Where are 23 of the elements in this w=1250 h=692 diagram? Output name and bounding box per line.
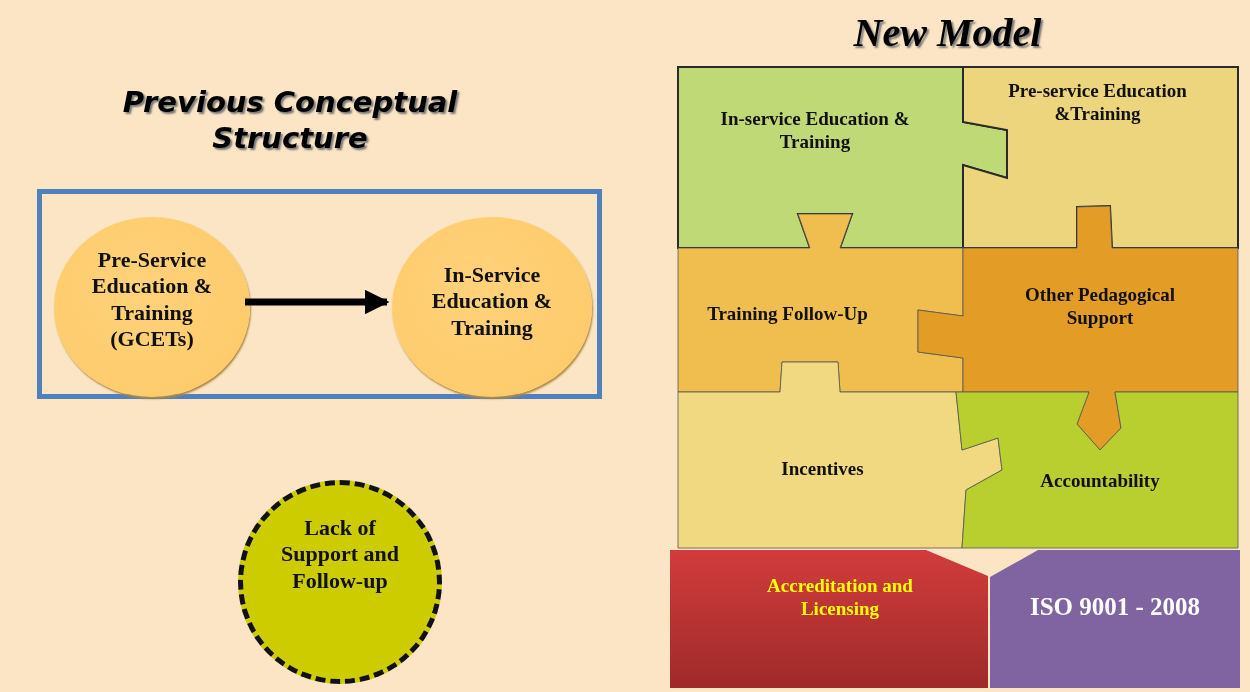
puzzle-piece (918, 206, 1238, 450)
puzzle-piece (956, 392, 1238, 548)
node-label: ISO 9001 - 2008 (1028, 592, 1202, 622)
puzzle-piece (678, 67, 1007, 248)
node-label: Lack of Support and Follow-up (280, 515, 400, 595)
node-label: In-service Education & Training (719, 108, 911, 154)
puzzle-piece (670, 550, 988, 688)
node-label: In-Service Education & Training (430, 262, 554, 342)
frame-box (37, 189, 602, 399)
puzzle-piece (990, 550, 1240, 688)
node-label: Accountability (1039, 470, 1161, 493)
node-label: Other Pedagogical Support (1023, 284, 1176, 330)
heading: New Model (852, 9, 1043, 57)
arrow (245, 289, 390, 315)
node-label: Pre-Service Education & Training (GCETs) (90, 247, 214, 353)
puzzle-piece (678, 214, 963, 392)
puzzle-piece (678, 362, 1002, 548)
heading: Previous Conceptual Structure (121, 84, 459, 157)
node-label: Pre-service Education &Training (1007, 80, 1188, 126)
node-label: Accreditation and Licensing (766, 575, 914, 621)
puzzle-piece (963, 67, 1238, 248)
node-label: Training Follow-Up (706, 303, 869, 326)
node-label: Incentives (780, 458, 865, 481)
